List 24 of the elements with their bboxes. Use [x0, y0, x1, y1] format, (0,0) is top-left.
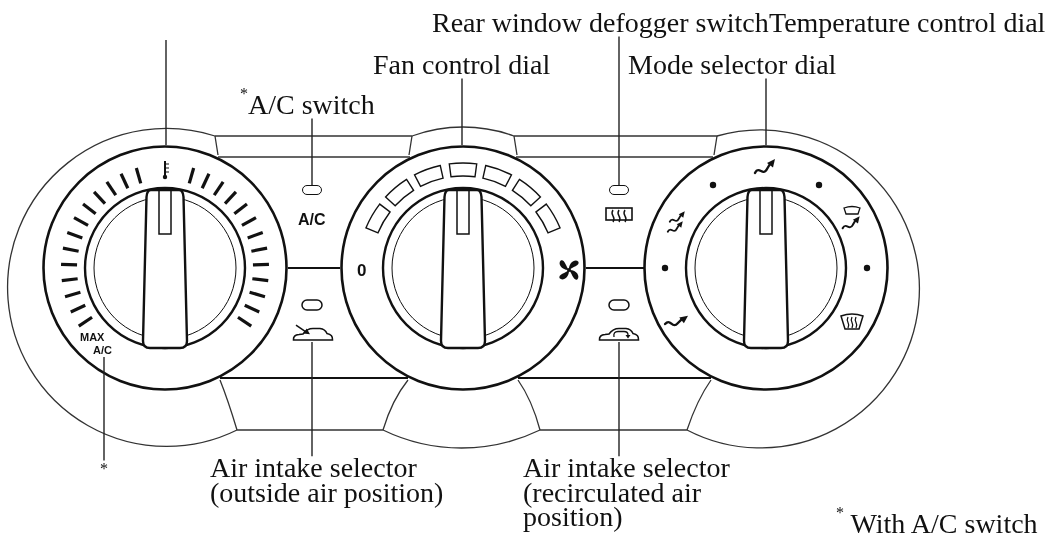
button-label: A/C	[298, 211, 326, 228]
callout-label: Fan control dial	[373, 50, 551, 79]
callout-label: $^{*}$A/C switch	[240, 90, 375, 119]
temperature-dial	[42, 145, 288, 391]
leader-line	[618, 35, 620, 186]
callout-label: Temperature control dial	[769, 8, 1046, 37]
footnote-mark: *	[100, 460, 108, 477]
leader-line	[461, 77, 463, 146]
leader-line	[765, 77, 767, 146]
car-inflow-icon	[292, 324, 334, 342]
dial-label: MAX A/C	[80, 331, 114, 357]
callout-label: Air intake selector (recirculated air position)	[523, 456, 738, 530]
callout-label: Rear window defogger switch	[432, 8, 769, 37]
callout-label: Mode selector dial	[628, 50, 837, 79]
leader-line	[165, 39, 167, 146]
mode-dial	[643, 145, 889, 391]
footnote: $^{*}$ With A/C switch	[836, 509, 1038, 538]
leader-line	[618, 341, 620, 457]
leader-line	[103, 356, 105, 462]
callout-label: Air intake selector (outside air position)	[210, 456, 450, 506]
dial-mark: 0	[357, 262, 367, 279]
fan-dial	[340, 145, 586, 391]
leader-line	[311, 117, 313, 186]
leader-line	[311, 341, 313, 457]
